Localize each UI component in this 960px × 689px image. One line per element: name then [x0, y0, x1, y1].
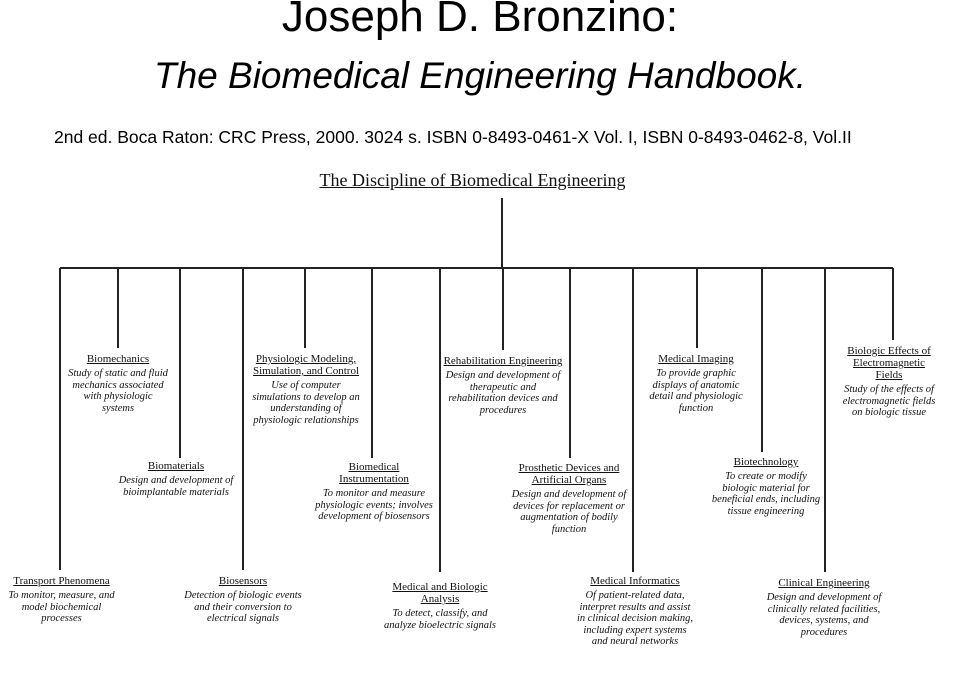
diagram-title: The Discipline of Biomedical Engineering	[319, 170, 626, 190]
node-description: To monitor and measure physiologic event…	[315, 488, 433, 522]
node-description: To detect, classify, and analyze bioelec…	[384, 608, 496, 631]
node-description: Study of the effects of electromagnetic …	[842, 384, 936, 418]
node-description: Design and development of clinically rel…	[766, 592, 882, 638]
node-rehabilitation-engineering: Rehabilitation Engineering Design and de…	[443, 355, 563, 416]
node-title: Transport Phenomena	[13, 575, 110, 587]
node-title: Biosensors	[218, 575, 268, 587]
node-transport-phenomena: Transport Phenomena To monitor, measure,…	[4, 575, 119, 625]
node-clinical-engineering: Clinical Engineering Design and developm…	[758, 577, 890, 638]
node-title: Medical and Biologic Analysis	[392, 581, 488, 605]
node-description: Study of static and fluid mechanics asso…	[68, 368, 168, 414]
node-biomaterials: Biomaterials Design and development of b…	[116, 460, 236, 498]
node-biotechnology: Biotechnology To create or modify biolog…	[710, 456, 822, 517]
author-heading: Joseph D. Bronzino:	[281, 0, 679, 41]
node-title: Prosthetic Devices and Artificial Organs	[518, 462, 620, 486]
node-description: Design and development of devices for re…	[511, 489, 627, 535]
node-description: Design and development of bioimplantable…	[118, 475, 234, 498]
node-title: Medical Informatics	[590, 575, 680, 587]
node-biomechanics: Biomechanics Study of static and fluid m…	[68, 353, 168, 414]
node-title: Rehabilitation Engineering	[443, 355, 563, 367]
node-title: Biomechanics	[86, 353, 150, 365]
node-description: To monitor, measure, and model biochemic…	[8, 590, 115, 624]
book-title: The Biomedical Engineering Handbook.	[153, 55, 807, 96]
node-medical-biologic-analysis: Medical and Biologic Analysis To detect,…	[380, 581, 500, 631]
node-description: Detection of biologic events and their c…	[184, 590, 302, 624]
node-description: To provide graphic displays of anatomic …	[649, 368, 743, 414]
node-description: Of patient-related data, interpret resul…	[576, 590, 694, 647]
node-title: Clinical Engineering	[778, 577, 870, 589]
node-title: Biomaterials	[147, 460, 205, 472]
node-biologic-effects-em-fields: Biologic Effects of Electromagnetic Fiel…	[840, 345, 938, 419]
node-physiologic-modeling: Physiologic Modeling, Simulation, and Co…	[246, 353, 366, 426]
node-medical-imaging: Medical Imaging To provide graphic displ…	[640, 353, 752, 414]
node-description: To create or modify biologic material fo…	[711, 471, 821, 517]
node-title: Physiologic Modeling, Simulation, and Co…	[252, 353, 360, 377]
node-title: Biologic Effects of Electromagnetic Fiel…	[847, 345, 931, 381]
node-description: Design and development of therapeutic an…	[445, 370, 561, 416]
node-description: Use of computer simulations to develop a…	[252, 380, 360, 426]
node-title: Biotechnology	[733, 456, 799, 468]
node-prosthetic-devices: Prosthetic Devices and Artificial Organs…	[505, 462, 633, 535]
node-medical-informatics: Medical Informatics Of patient-related d…	[575, 575, 695, 648]
node-title: Medical Imaging	[658, 353, 734, 365]
node-biomedical-instrumentation: Biomedical Instrumentation To monitor an…	[315, 461, 433, 523]
node-biosensors: Biosensors Detection of biologic events …	[184, 575, 302, 625]
node-title: Biomedical Instrumentation	[339, 461, 409, 485]
citation-line: 2nd ed. Boca Raton: CRC Press, 2000. 302…	[54, 127, 852, 147]
